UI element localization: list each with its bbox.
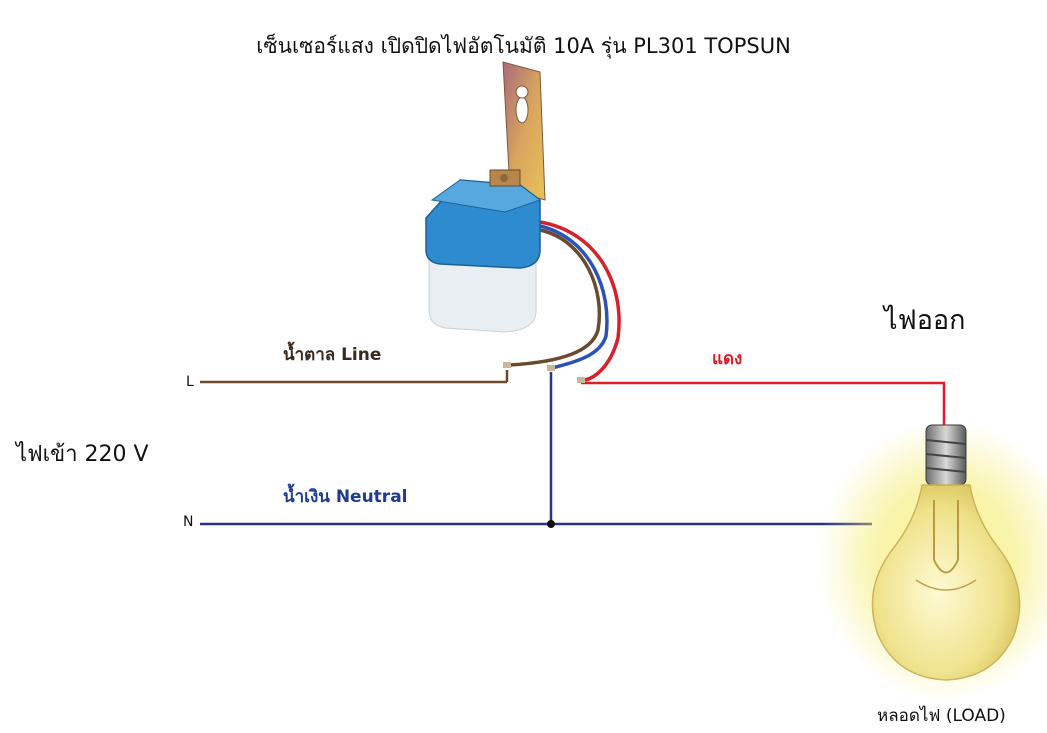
neutral-wire-label: น้ำเงิน Neutral [283,487,408,507]
terminal-l-label: L [186,374,194,390]
input-label: ไฟเข้า 220 V [16,442,149,467]
red-wire [581,381,946,425]
sensor-lead-red [539,220,621,382]
sensor-lead-blue [539,224,609,370]
diagram-title: เซ็นเซอร์แสง เปิดปิดไฟอัตโนมัติ 10A รุ่น… [256,34,791,58]
output-label: ไฟออก [884,305,966,336]
light-sensor-icon [425,61,546,333]
sensor-lead-brown [509,228,602,367]
red-wire-label: แดง [712,349,743,369]
terminal-neutral [547,365,555,371]
line-wire-label: น้ำตาล Line [283,345,382,365]
terminal-red [577,377,585,383]
load-label: หลอดไฟ (LOAD) [877,706,1006,726]
neutral-junction [547,520,555,528]
terminal-line [503,362,511,368]
light-bulb-icon [818,420,1047,700]
terminal-n-label: N [183,514,194,530]
